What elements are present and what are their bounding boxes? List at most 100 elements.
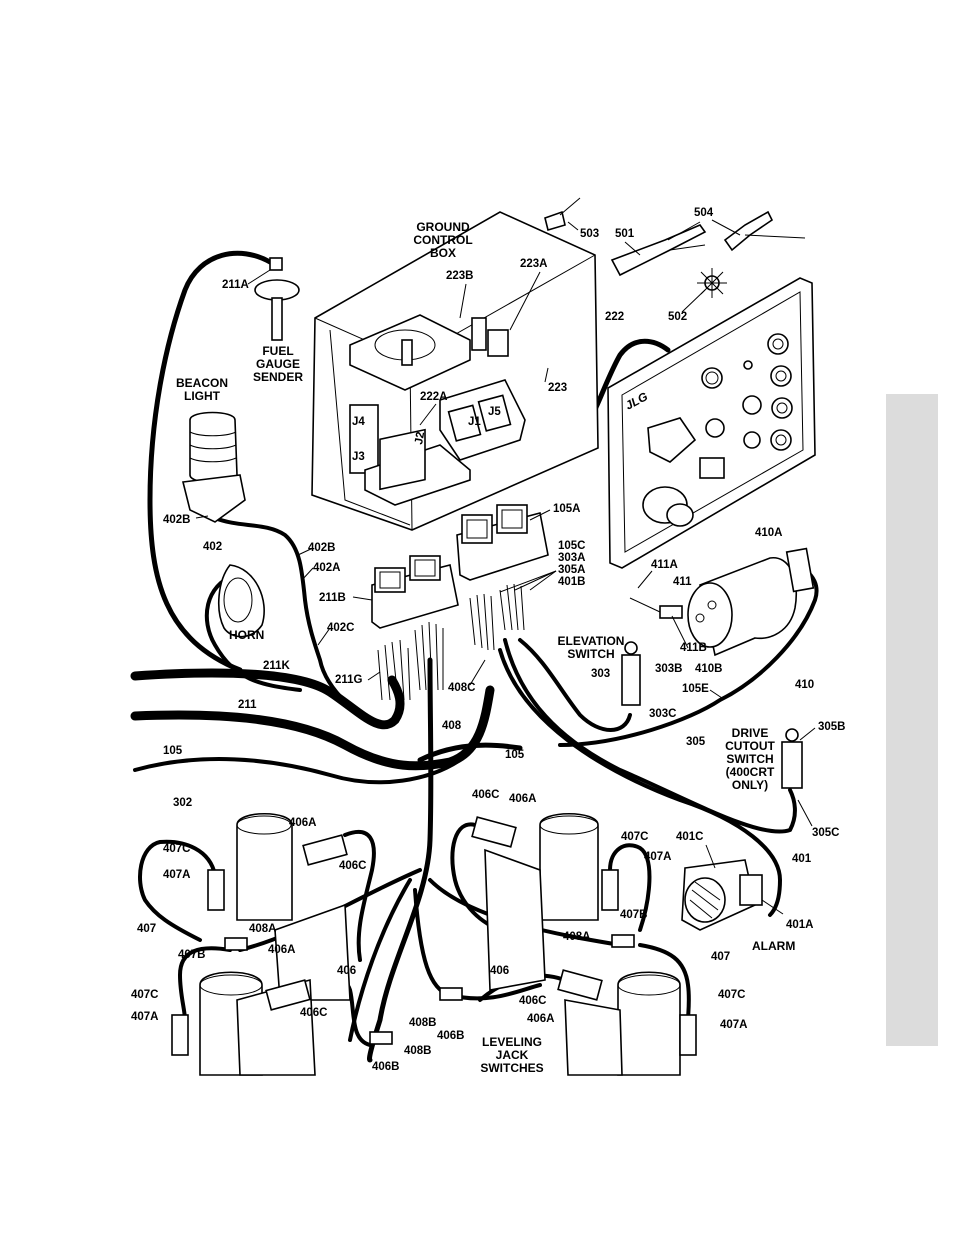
label-408c: 408C (448, 682, 476, 694)
box-j1-text: J1 (468, 416, 481, 428)
tool-502-star (697, 268, 727, 298)
pin-bundles (377, 583, 525, 701)
cable-303 (518, 638, 632, 732)
cable-407-tl (138, 839, 217, 942)
label-411a: 411A (651, 559, 678, 571)
box-j4-text: J4 (352, 416, 365, 428)
jack-top-left (236, 812, 351, 1001)
label-305b: 305B (818, 721, 846, 733)
label-411b: 411B (680, 642, 707, 654)
label-fuel-gauge-3: SENDER (253, 370, 303, 384)
label-407c-bl: 407C (131, 989, 159, 1001)
connector-211b (371, 555, 459, 629)
label-406a-br: 406A (527, 1013, 555, 1025)
label-408a-r: 408A (563, 931, 591, 943)
label-elevation-2: SWITCH (567, 647, 614, 661)
label-406a-tl: 406A (289, 817, 317, 829)
cable-302 (133, 757, 462, 785)
connector-223a (487, 329, 509, 357)
label-drive-5: ONLY) (732, 778, 768, 792)
label-407a-tr: 407A (644, 851, 672, 863)
label-406-l: 406 (337, 965, 356, 977)
label-406a-tr: 406A (509, 793, 537, 805)
label-gcb-3: BOX (430, 246, 456, 260)
label-410a: 410A (755, 527, 783, 539)
terminal-strip (349, 404, 379, 474)
label-502: 502 (668, 311, 687, 323)
label-drive-4: (400CRT (726, 765, 775, 779)
label-402a: 402A (313, 562, 341, 574)
label-303c: 303C (649, 708, 677, 720)
label-406c-tl: 406C (339, 860, 367, 872)
cable-406-tl (343, 829, 376, 962)
drive-cutout-switch (781, 728, 803, 789)
label-407a-br: 407A (720, 1019, 748, 1031)
cable-406-tr (450, 822, 502, 932)
cable-407-br (638, 943, 691, 1022)
label-407c-tr: 407C (621, 831, 649, 843)
label-406c-br: 406C (519, 995, 547, 1007)
cable-401 (498, 648, 782, 917)
label-407b-tr: 407B (620, 909, 648, 921)
label-406a-bl: 406A (268, 944, 296, 956)
label-406b-1: 406B (437, 1030, 465, 1042)
key-switch (647, 417, 697, 463)
label-211: 211 (238, 699, 257, 711)
label-501: 501 (615, 228, 635, 240)
alarm (681, 859, 763, 931)
panel-switches (642, 333, 793, 527)
label-alarm: ALARM (752, 939, 795, 953)
label-408b-2: 408B (404, 1045, 432, 1057)
label-406c-bl: 406C (300, 1007, 328, 1019)
label-408: 408 (442, 720, 462, 732)
label-402b-2: 402B (308, 542, 336, 554)
label-gcb-1: GROUND (416, 220, 470, 234)
box-j2-text: J2 (413, 431, 427, 446)
label-401: 401 (792, 853, 812, 865)
pump-motor (629, 547, 815, 657)
cable-410 (558, 568, 819, 747)
label-105a: 105A (553, 503, 581, 515)
cable-105-trunk (130, 685, 495, 771)
elevation-switch (621, 641, 641, 706)
label-222a: 222A (420, 391, 448, 403)
label-302: 302 (173, 797, 192, 809)
label-drive-1: DRIVE (732, 726, 769, 740)
leader-lines (195, 219, 816, 915)
label-303: 303 (591, 668, 610, 680)
tool-504-crimper (723, 210, 774, 252)
label-402b-1: 402B (163, 514, 191, 526)
cable-407-bl (178, 946, 232, 1022)
label-410: 410 (795, 679, 814, 691)
label-horn: HORN (229, 628, 264, 642)
side-tab (886, 394, 938, 1046)
label-211g: 211G (335, 674, 363, 686)
label-gcb-2: CONTROL (413, 233, 472, 247)
label-105c: 105C (558, 540, 586, 552)
label-407a-bl: 407A (131, 1011, 159, 1023)
callout-labels: 211A FUEL GAUGE SENDER BEACON LIGHT GROU… (131, 207, 846, 1075)
box-j3-text: J3 (352, 451, 365, 463)
label-410b: 410B (695, 663, 723, 675)
tool-501-pliers (610, 224, 707, 277)
label-303b: 303B (655, 663, 683, 675)
label-223: 223 (548, 382, 567, 394)
jack-top-right (484, 812, 599, 991)
label-408b-1: 408B (409, 1017, 437, 1029)
label-407c-br: 407C (718, 989, 746, 1001)
label-401a: 401A (786, 919, 814, 931)
label-407a-tl: 407A (163, 869, 191, 881)
label-leveling-2: JACK (496, 1048, 529, 1062)
box-j5-text: J5 (488, 406, 501, 418)
label-305c: 305C (812, 827, 840, 839)
beacon-light (182, 411, 246, 523)
cable-305 (503, 638, 797, 834)
label-402: 402 (203, 541, 222, 553)
label-fuel-gauge-1: FUEL (262, 344, 293, 358)
label-211a: 211A (222, 279, 249, 291)
cable-horn (204, 573, 302, 692)
label-223b: 223B (446, 270, 474, 282)
label-fuel-gauge-2: GAUGE (256, 357, 300, 371)
label-leveling-3: SWITCHES (480, 1061, 543, 1075)
